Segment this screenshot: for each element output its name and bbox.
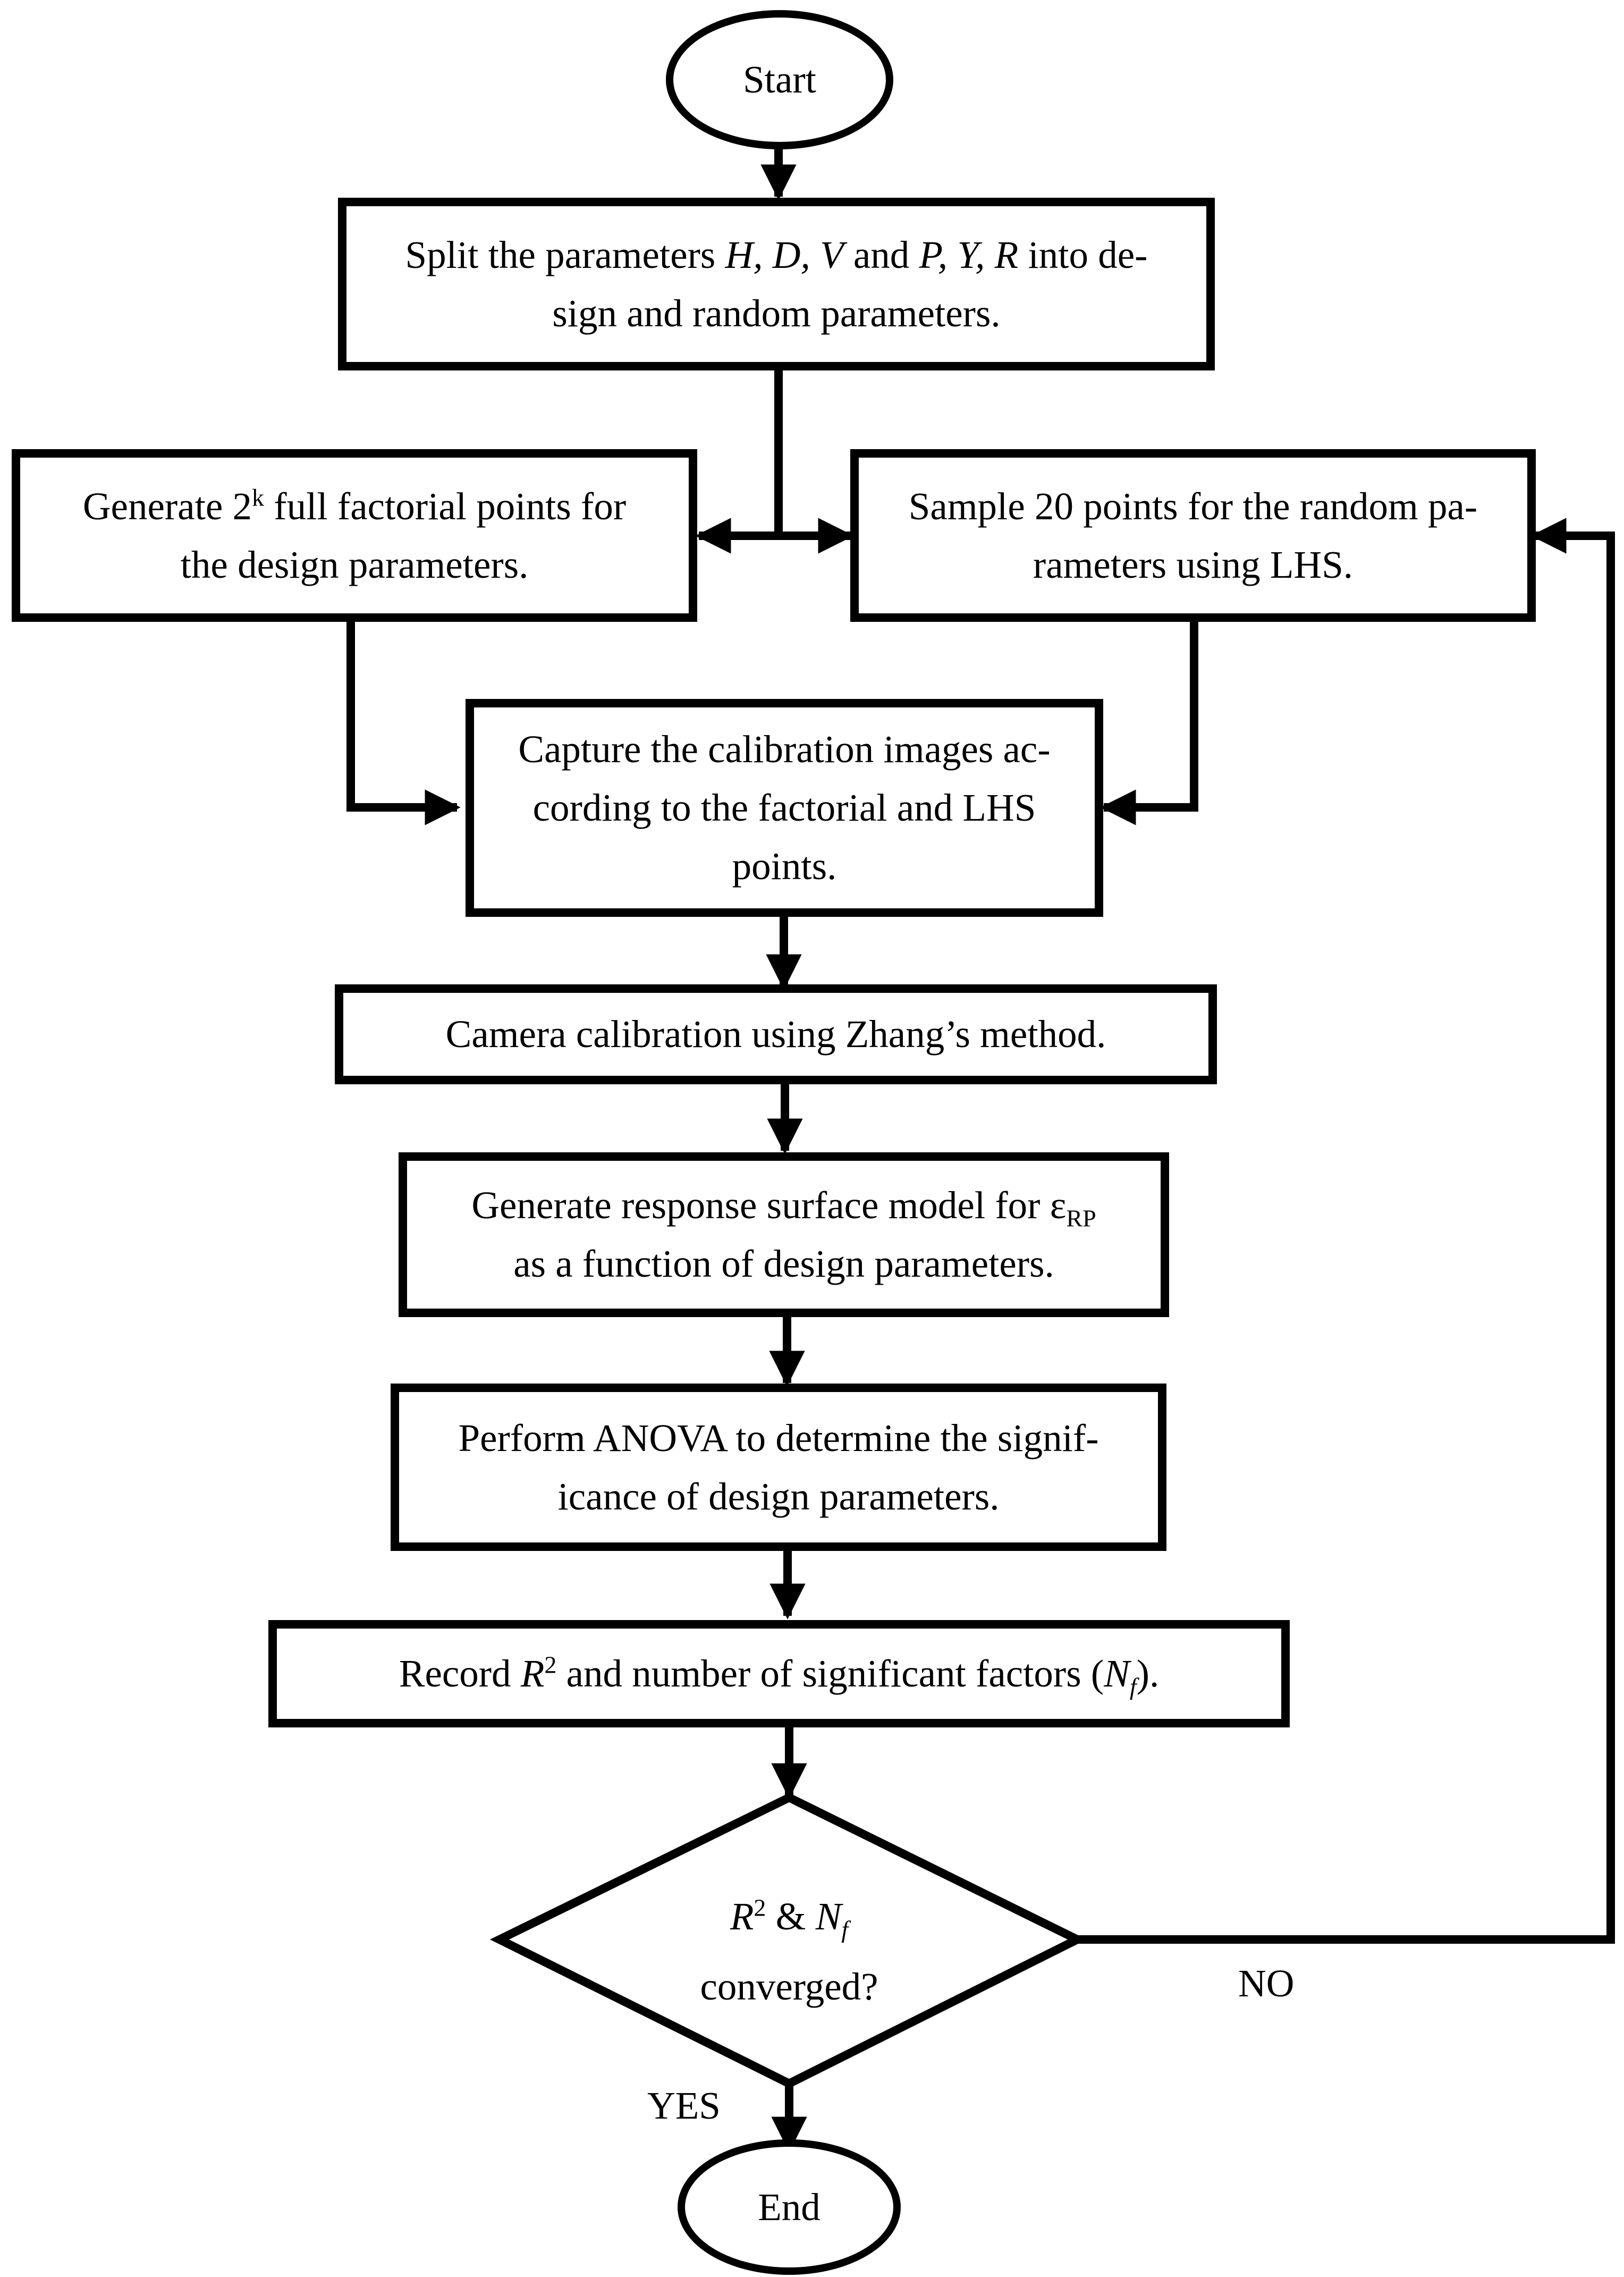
factorial-points-box: Generate 2k full factorial points for th… <box>12 449 697 622</box>
anova-box: Perform ANOVA to determine the signif- i… <box>391 1384 1166 1551</box>
calibration-label: Camera calibration using Zhang’s method. <box>445 1013 1106 1056</box>
start-terminal: Start <box>666 10 893 149</box>
arrow-lhs-to-capture <box>1100 621 1198 825</box>
factorial-line-1: Generate 2k full factorial points for <box>82 484 627 528</box>
lhs-line-1: Sample 20 points for the random pa- <box>908 484 1478 528</box>
rsm-line-2: as a function of design parameters. <box>513 1242 1054 1285</box>
camera-calibration-box: Camera calibration using Zhang’s method. <box>335 984 1217 1084</box>
no-label: NO <box>1238 1962 1295 2005</box>
end-label: End <box>758 2185 821 2229</box>
decision-line-2: converged? <box>700 1965 878 2008</box>
lhs-sampling-box: Sample 20 points for the random pa- rame… <box>850 449 1536 622</box>
record-label: Record R2 and number of significant fact… <box>399 1651 1160 1700</box>
decision-line-1: R2 & Nf <box>730 1894 849 1943</box>
capture-line-3: points. <box>732 845 837 888</box>
split-line-1: Split the parameters H, D, V and P, Y, R… <box>405 233 1148 276</box>
capture-line-2: cording to the factorial and LHS <box>532 786 1036 829</box>
response-surface-box: Generate response surface model for εRP … <box>399 1152 1169 1317</box>
rsm-line-1: Generate response surface model for εRP <box>471 1184 1096 1232</box>
factorial-line-2: the design parameters. <box>180 543 529 586</box>
yes-label: YES <box>647 2084 721 2127</box>
split-parameters-box: Split the parameters H, D, V and P, Y, R… <box>338 198 1215 370</box>
start-label: Start <box>743 58 816 101</box>
capture-line-1: Capture the calibration images ac- <box>518 728 1051 771</box>
anova-line-1: Perform ANOVA to determine the signif- <box>458 1416 1099 1460</box>
decision-diamond <box>489 1793 1087 2088</box>
split-line-2: sign and random parameters. <box>552 291 1001 335</box>
decision-text: R2 & Nf converged? <box>630 1882 949 2022</box>
capture-images-box: Capture the calibration images ac- cordi… <box>466 699 1103 917</box>
anova-line-2: icance of design parameters. <box>557 1474 1000 1518</box>
arrow-no-loop-to-lhs <box>1077 518 1615 1944</box>
record-results-box: Record R2 and number of significant fact… <box>268 1620 1290 1727</box>
lhs-line-2: rameters using LHS. <box>1033 543 1354 586</box>
end-terminal: End <box>678 2139 901 2275</box>
arrow-factorial-to-capture <box>346 621 461 825</box>
